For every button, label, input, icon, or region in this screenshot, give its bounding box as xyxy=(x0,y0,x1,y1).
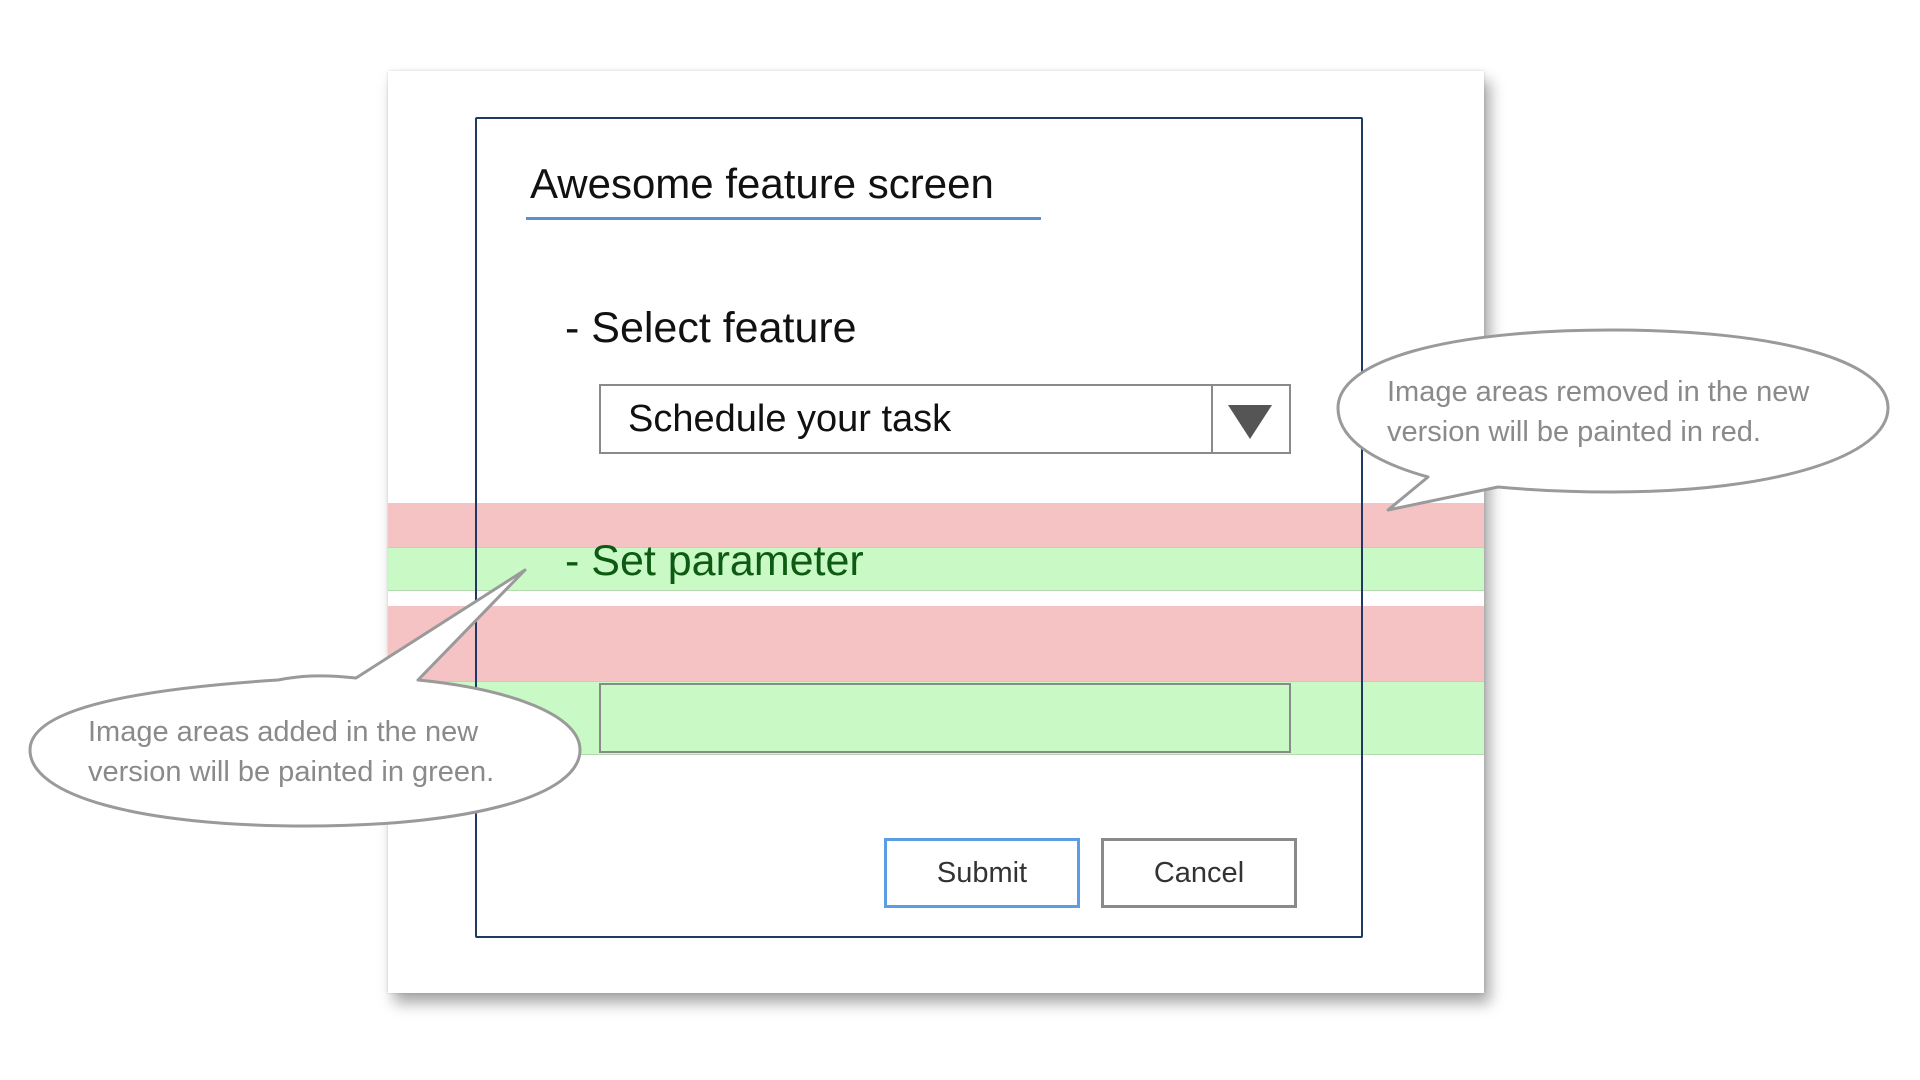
mock-screen-frame xyxy=(475,117,1363,938)
removed-annotation-line: Image areas removed in the new xyxy=(1387,376,1810,408)
set-parameter-label: - Set parameter xyxy=(565,537,864,585)
parameter-input[interactable] xyxy=(599,683,1291,753)
added-annotation-line: Image areas added in the new xyxy=(88,716,479,748)
select-feature-label: - Select feature xyxy=(565,304,857,352)
submit-button[interactable]: Submit xyxy=(884,838,1080,908)
added-annotation-line: version will be painted in green. xyxy=(88,756,495,788)
cancel-button[interactable]: Cancel xyxy=(1101,838,1297,908)
added-annotation: Image areas added in the new version wil… xyxy=(88,712,568,792)
feature-select-toggle[interactable] xyxy=(1211,386,1289,452)
removed-annotation-line: version will be painted in red. xyxy=(1387,416,1761,448)
feature-select-value: Schedule your task xyxy=(628,398,952,440)
page-title: Awesome feature screen xyxy=(530,160,994,207)
chevron-down-icon xyxy=(1228,405,1272,439)
feature-select[interactable]: Schedule your task xyxy=(599,384,1291,454)
removed-area-band xyxy=(388,503,1484,547)
removed-annotation: Image areas removed in the new version w… xyxy=(1387,372,1887,452)
title-underline xyxy=(526,217,1041,220)
